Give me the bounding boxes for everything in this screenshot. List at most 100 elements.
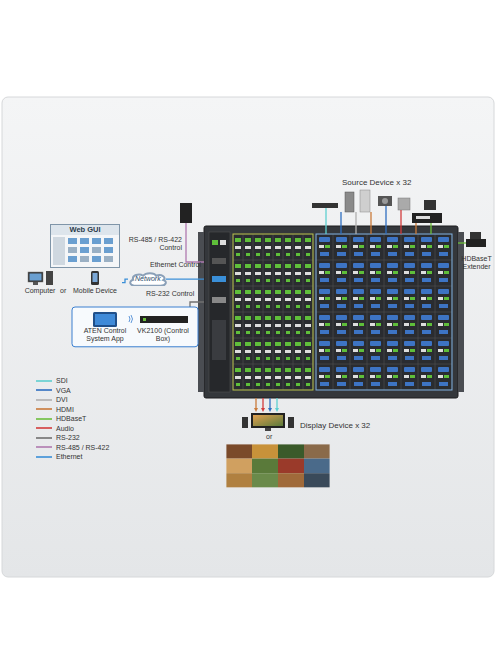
control-system-box (72, 307, 198, 347)
source-caption: Source Device x 32 (342, 178, 411, 188)
video-wall (226, 444, 330, 488)
legend-swatch (36, 446, 52, 448)
hdbaset-wire (430, 223, 431, 234)
node-text: Mobile Device (68, 287, 122, 295)
legend: SDIVGADVIHDMIHDBaseTAudioRS-232RS-485 / … (36, 376, 109, 462)
control-label: RS-485 / RS-422 Control (112, 236, 182, 253)
web-gui-tiles (68, 238, 113, 262)
or-label: or (60, 287, 66, 295)
node-text: HDBaseT Extender (460, 255, 493, 272)
web-gui-tile (104, 247, 113, 253)
device-badge (416, 216, 430, 219)
wall-tile (278, 473, 304, 488)
arrowhead (275, 408, 279, 412)
vk2100-device (140, 316, 188, 323)
arrowhead (254, 408, 258, 412)
legend-sample (36, 435, 52, 441)
audio-wire (262, 398, 263, 409)
sdi-wire (276, 398, 277, 409)
port (220, 240, 226, 245)
legend-text: RS-485 / RS-422 (56, 443, 109, 453)
mobile-device-icon: Mobile Device (68, 270, 122, 295)
background-panel (2, 97, 494, 577)
legend-swatch (36, 437, 52, 439)
legend-row: RS-485 / RS-422 (36, 443, 109, 453)
hdmi-wire (415, 223, 416, 234)
source-device (424, 200, 436, 210)
web-gui-tile (68, 238, 77, 244)
pc-tower (345, 192, 354, 212)
display-caption: Display Device x 32 (300, 421, 370, 431)
web-gui-sidebar (53, 237, 65, 265)
matrix-chassis (204, 226, 458, 398)
monitor-stand (33, 282, 38, 285)
led (143, 318, 146, 321)
output-cards (233, 234, 313, 390)
legend-row: Audio (36, 424, 109, 434)
legend-swatch (36, 427, 52, 429)
web-gui-tile (80, 256, 89, 262)
legend-text: VGA (56, 386, 71, 396)
extender-device (466, 239, 486, 247)
legend-sample (36, 378, 52, 384)
or-label: or (266, 433, 272, 441)
player-device (312, 203, 338, 208)
legend-text: RS-232 (56, 433, 80, 443)
legend-text: SDI (56, 376, 68, 386)
legend-swatch (36, 380, 52, 382)
web-gui-screen (51, 235, 119, 267)
ethernet-port (212, 276, 226, 282)
wall-tile (304, 444, 330, 459)
wall-tile (252, 473, 278, 488)
node-text: Computer (20, 287, 60, 295)
legend-swatch (36, 389, 52, 391)
node-text: ATEN Control System App (80, 327, 130, 344)
arrowhead (261, 408, 265, 412)
source-wires (326, 206, 431, 234)
web-gui-tile (80, 247, 89, 253)
wall-tile (226, 444, 252, 459)
web-gui-tile (92, 256, 101, 262)
legend-sample (36, 425, 52, 431)
hdbaset-extender: HDBaseT Extender (460, 238, 493, 272)
monitor-screen (253, 415, 283, 426)
rs485-device (180, 203, 192, 223)
audio-wire (400, 210, 401, 234)
tablet (93, 312, 117, 327)
cloud-shape (130, 273, 166, 286)
wall-tile (252, 444, 278, 459)
hdbaset-device (412, 213, 442, 223)
web-gui-panel: Web GUI (50, 224, 120, 268)
legend-text: Ethernet (56, 452, 82, 462)
web-gui-tile (80, 238, 89, 244)
wall-tile (226, 459, 252, 474)
computer-tower (46, 271, 53, 285)
legend-row: RS-232 (36, 433, 109, 443)
speaker (242, 417, 248, 428)
port (212, 258, 226, 264)
web-gui-tile (104, 238, 113, 244)
hdmi-wire (255, 398, 256, 409)
ethernet-wire (166, 279, 204, 280)
legend-sample (36, 454, 52, 460)
wall-tile (278, 444, 304, 459)
media-box (398, 198, 410, 210)
vga-wire (385, 206, 386, 234)
legend-row: HDMI (36, 405, 109, 415)
monitor-stand (265, 428, 271, 431)
web-gui-tile (68, 247, 77, 253)
wall-tile (304, 459, 330, 474)
connector (122, 279, 128, 283)
control-module (209, 232, 230, 392)
dvi-wire (355, 212, 356, 234)
node-text: Web GUI (51, 225, 119, 235)
legend-text: Audio (56, 424, 74, 434)
computer-screen (30, 274, 42, 281)
extender-unit (470, 232, 481, 239)
network-cloud: Network (128, 272, 168, 286)
node-text: Network (135, 275, 161, 283)
legend-sample (36, 406, 52, 412)
display-wires (256, 398, 277, 409)
